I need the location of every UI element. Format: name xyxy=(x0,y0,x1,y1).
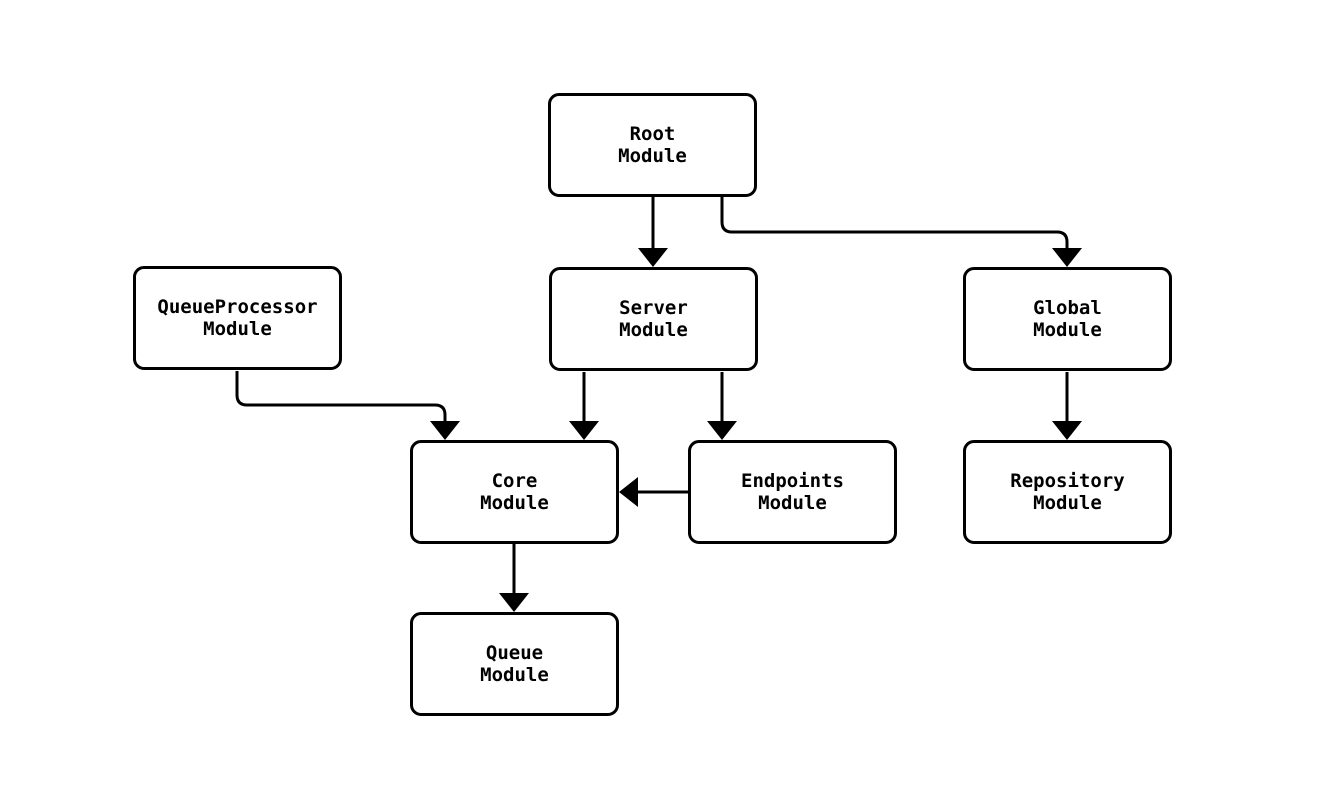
node-label-line: Global xyxy=(1033,297,1102,319)
node-label-line: Module xyxy=(480,492,549,514)
node-label-line: Module xyxy=(203,318,272,340)
node-label-line: Module xyxy=(618,145,687,167)
node-label-line: Module xyxy=(480,664,549,686)
arrowhead-server-module-to-core-module xyxy=(569,421,599,440)
arrowhead-core-module-to-queue-module xyxy=(499,593,529,612)
edge-queueprocessor-module-to-core-module xyxy=(235,371,447,421)
node-label-line: Core xyxy=(491,470,538,492)
node-label-line: Module xyxy=(758,492,827,514)
arrowhead-root-module-to-global-module xyxy=(1052,248,1082,267)
arrowhead-queueprocessor-module-to-core-module xyxy=(430,421,460,440)
edge-root-module-to-global-module xyxy=(720,197,1069,248)
node-label-line: Root xyxy=(629,123,676,145)
node-label-line: Server xyxy=(619,297,688,319)
node-label-line: Repository xyxy=(1010,470,1125,492)
node-label-line: Module xyxy=(1033,492,1102,514)
node-label-line: Queue xyxy=(485,642,544,664)
node-label-line: Module xyxy=(1033,319,1102,341)
arrowhead-global-module-to-repository-module xyxy=(1052,421,1082,440)
arrowhead-server-module-to-endpoints-module xyxy=(707,421,737,440)
node-label-line: Endpoints xyxy=(741,470,844,492)
arrowhead-endpoints-module-to-core-module xyxy=(619,477,638,507)
arrowhead-root-module-to-server-module xyxy=(638,248,668,267)
node-label-line: Module xyxy=(619,319,688,341)
node-label-line: QueueProcessor xyxy=(157,296,318,318)
